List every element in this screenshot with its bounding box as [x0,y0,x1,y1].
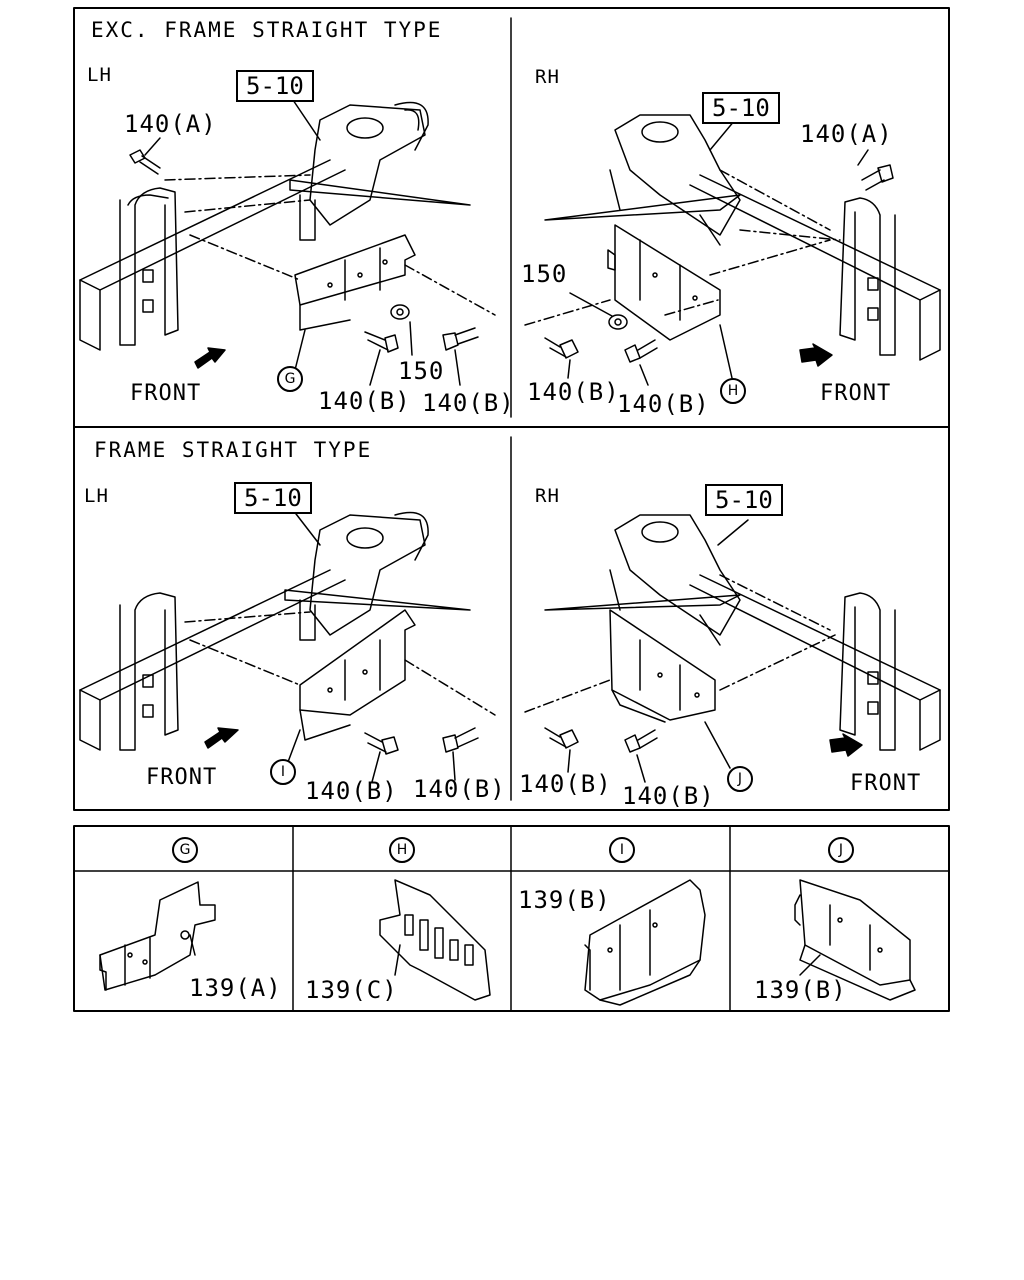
detail-i-drawing [584,879,706,1006]
label-140b-exc-lh-1[interactable]: 140(B) [318,387,411,415]
bolt-140a-lh [129,149,161,175]
ref-5-10-exc-lh[interactable]: 5-10 [236,70,314,102]
label-139b-j[interactable]: 139(B) [754,976,847,1004]
bolt-140b-rh-2 [624,339,658,363]
section-title-exc-frame-straight: EXC. FRAME STRAIGHT TYPE [91,18,443,42]
front-arrow-lh-top [194,347,226,369]
bolt-140b-straight-lh-2 [442,727,479,753]
label-140b-exc-rh-2[interactable]: 140(B) [617,390,710,418]
detail-header-i[interactable]: I [609,837,635,863]
label-150-exc-rh[interactable]: 150 [521,260,568,288]
bolt-140a-rh [861,164,894,191]
detail-h-drawing [379,879,491,1001]
label-lh-top: LH [87,64,112,86]
callout-h[interactable]: H [720,378,746,404]
bolt-140b-straight-lh-1 [364,732,399,755]
callout-i[interactable]: I [270,759,296,785]
top-frame [73,7,950,811]
ref-5-10-exc-rh[interactable]: 5-10 [702,92,780,124]
label-140b-exc-lh-2[interactable]: 140(B) [422,389,515,417]
front-arrow-lh-bottom [204,727,239,749]
label-140b-straight-rh-2[interactable]: 140(B) [622,782,715,810]
ref-5-10-straight-rh[interactable]: 5-10 [705,484,783,516]
detail-header-g[interactable]: G [172,837,198,863]
label-140b-straight-rh-1[interactable]: 140(B) [519,770,612,798]
label-front-straight-rh: FRONT [850,771,922,796]
label-139c[interactable]: 139(C) [305,976,398,1004]
front-arrow-rh-top [799,343,833,367]
nut-150-rh [608,314,628,330]
detail-g-drawing [99,881,216,991]
front-arrow-rh-bottom [829,733,863,757]
callout-g[interactable]: G [277,366,303,392]
label-140b-straight-lh-2[interactable]: 140(B) [413,775,506,803]
detail-header-h[interactable]: H [389,837,415,863]
label-140b-straight-lh-1[interactable]: 140(B) [305,777,398,805]
label-140a-exc-rh[interactable]: 140(A) [800,120,893,148]
label-150-exc-lh[interactable]: 150 [398,357,445,385]
label-140a-exc-lh[interactable]: 140(A) [124,110,217,138]
bolt-140b-rh-1 [544,337,579,359]
bolt-140b-lh-1 [364,331,399,353]
label-rh-top: RH [535,66,560,88]
label-rh-bottom: RH [535,485,560,507]
section-title-frame-straight: FRAME STRAIGHT TYPE [94,438,373,462]
label-140b-exc-rh-1[interactable]: 140(B) [527,378,620,406]
detail-header-j[interactable]: J [828,837,854,863]
label-139a[interactable]: 139(A) [189,974,282,1002]
label-139b-i[interactable]: 139(B) [518,886,611,914]
label-front-exc-rh: FRONT [820,381,892,406]
nut-150-lh [390,304,410,320]
detail-j-drawing [794,879,916,1001]
bolt-140b-straight-rh-1 [544,727,579,749]
ref-5-10-straight-lh[interactable]: 5-10 [234,482,312,514]
callout-j[interactable]: J [727,766,753,792]
label-front-straight-lh: FRONT [146,765,218,790]
panel-straight-lh-drawing [79,509,496,783]
panel-straight-rh-drawing [524,514,941,783]
label-front-exc-lh: FRONT [130,381,202,406]
bolt-140b-lh-2 [442,327,479,351]
bolt-140b-straight-rh-2 [624,729,658,753]
panel-exc-lh-drawing [79,99,496,386]
label-lh-bottom: LH [84,485,109,507]
panel-exc-rh-drawing [524,114,941,386]
